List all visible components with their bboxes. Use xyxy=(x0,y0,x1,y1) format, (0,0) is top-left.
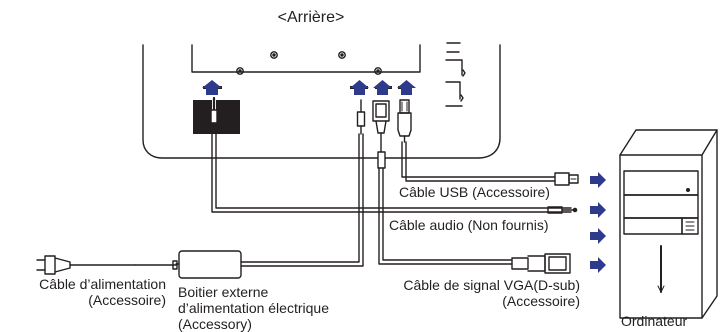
vga-cable-label-line2: (Accessoire) xyxy=(502,293,580,309)
dc-input-block xyxy=(193,96,240,134)
diagram-title: <Arrière> xyxy=(277,9,345,26)
vga-end-plug-icon xyxy=(511,253,571,274)
audio-cable-label: Câble audio (Non fournis) xyxy=(389,217,549,233)
power-adapter-label-line1: Boitier externe xyxy=(178,284,269,300)
power-adapter-label-line3: (Accessory) xyxy=(178,316,252,332)
mounting-screw-icon xyxy=(236,51,382,75)
usb-end-plug-icon xyxy=(554,172,579,186)
usb-plug-icon xyxy=(397,99,412,143)
stand-hook-icon xyxy=(445,42,466,107)
vga-cable-label: Câble de signal VGA(D-sub) (Accessoire) xyxy=(360,277,580,309)
insertion-arrow-icon xyxy=(202,80,416,95)
power-cable-label: Câble d’alimentation (Accessoire) xyxy=(4,276,166,308)
power-cable-label-line1: Câble d’alimentation xyxy=(39,276,166,292)
audio-plug-icon xyxy=(356,99,366,135)
audio-end-plug-icon xyxy=(547,206,578,214)
vga-cable xyxy=(378,167,513,265)
vga-plug-icon xyxy=(372,100,390,169)
power-adapter-brick xyxy=(134,250,242,279)
computer-tower-icon xyxy=(619,129,718,319)
computer-label: Ordinateur xyxy=(621,313,688,329)
mains-plug-icon xyxy=(36,255,136,275)
usb-cable xyxy=(401,141,556,182)
audio-cable xyxy=(240,133,364,267)
computer-arrow-icon xyxy=(590,172,606,273)
power-dc-cable xyxy=(211,131,572,213)
power-adapter-label: Boitier externe d’alimentation électriqu… xyxy=(178,284,329,332)
power-cable-label-line2: (Accessoire) xyxy=(88,292,166,308)
power-adapter-label-line2: d’alimentation électrique xyxy=(178,300,329,316)
monitor-rear xyxy=(142,44,501,159)
vga-cable-label-line1: Câble de signal VGA(D-sub) xyxy=(403,277,580,293)
usb-cable-label: Câble USB (Accessoire) xyxy=(399,184,550,200)
